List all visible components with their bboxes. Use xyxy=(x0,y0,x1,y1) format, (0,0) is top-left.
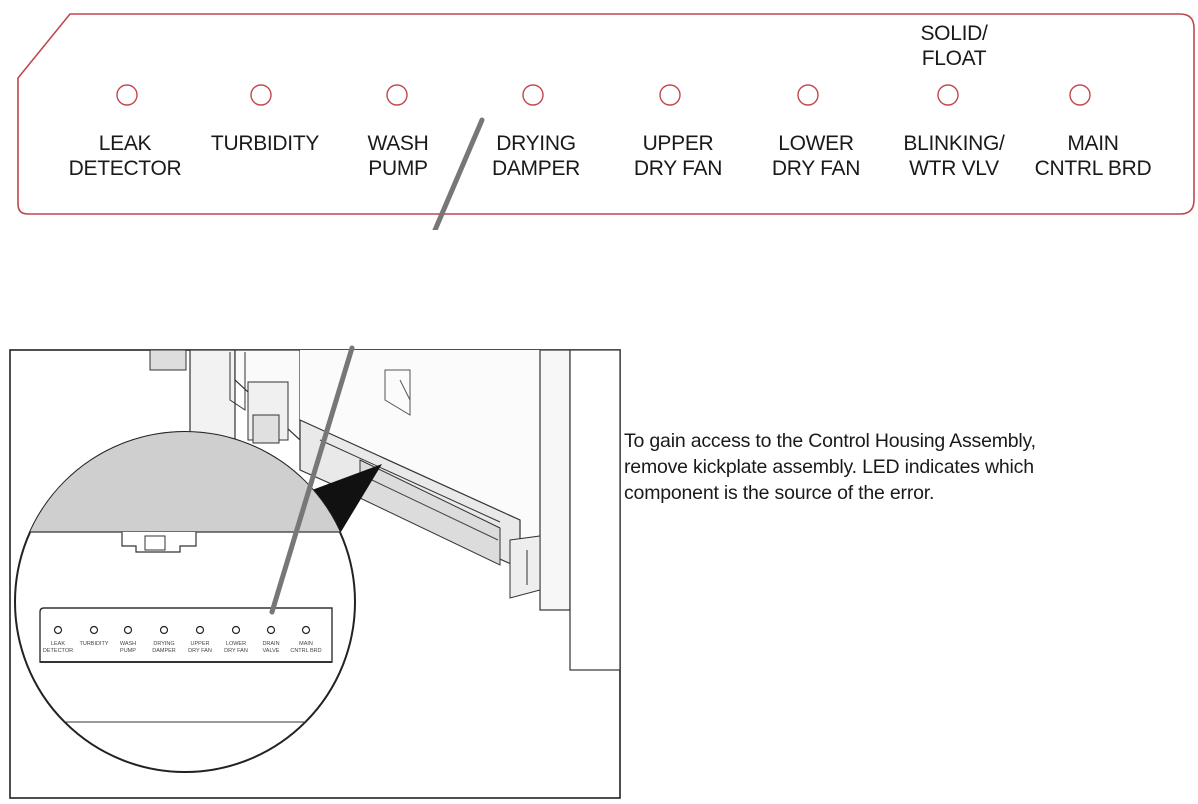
led-panel xyxy=(17,13,1195,230)
mini-led-3 xyxy=(159,625,169,635)
led-label-4-line-0: UPPER xyxy=(642,132,714,155)
callout-line xyxy=(432,117,485,230)
led-indicator-3 xyxy=(522,84,544,106)
led-top-label-6-line-0: SOLID/ xyxy=(920,22,988,45)
led-label-6-line-0: BLINKING/ xyxy=(903,132,1005,155)
led-label-0-line-0: LEAK xyxy=(98,132,152,155)
caption-line-2: remove kickplate assembly. LED indicates… xyxy=(624,456,1034,478)
mini-led-label-1-line-0: TURBIDITY xyxy=(79,641,108,647)
led-indicator-5 xyxy=(797,84,819,106)
mini-led-label-0-line-0: LEAK xyxy=(51,641,65,647)
led-label-7-line-1: CNTRL BRD xyxy=(1034,157,1152,180)
led-label-4-line-1: DRY FAN xyxy=(633,157,723,180)
mini-led-6 xyxy=(266,625,276,635)
instruction-caption: To gain access to the Control Housing As… xyxy=(624,428,1194,506)
mini-led-label-3-line-1: DAMPER xyxy=(152,648,176,654)
led-label-3-line-1: DAMPER xyxy=(491,157,581,180)
led-label-6: BLINKING/WTR VLV xyxy=(903,131,1004,181)
mini-led-label-0-line-1: DETECTOR xyxy=(43,648,73,654)
caption-line-1: To gain access to the Control Housing As… xyxy=(624,430,1036,452)
led-top-label-6: SOLID/FLOAT xyxy=(920,21,987,71)
mini-led-4 xyxy=(195,625,205,635)
mini-led-label-3-line-0: DRYING xyxy=(153,641,174,647)
led-label-2-line-1: PUMP xyxy=(368,157,428,180)
mini-led-0 xyxy=(53,625,63,635)
mini-led-1 xyxy=(89,625,99,635)
led-label-5-line-0: LOWER xyxy=(778,132,854,155)
led-label-7-line-0: MAIN xyxy=(1067,132,1119,155)
mini-led-label-7-line-1: CNTRL BRD xyxy=(290,648,321,654)
led-circles xyxy=(116,84,1091,106)
mini-led-label-7-line-0: MAIN xyxy=(299,641,313,647)
led-indicator-1 xyxy=(250,84,272,106)
led-label-6-line-1: WTR VLV xyxy=(909,157,999,180)
led-label-1-line-0: TURBIDITY xyxy=(210,132,320,155)
led-top-label-6-line-1: FLOAT xyxy=(921,47,987,70)
led-label-3-line-0: DRYING xyxy=(496,132,576,155)
mini-led-label-5-line-0: LOWER xyxy=(226,641,246,647)
mini-led-2 xyxy=(123,625,133,635)
led-indicator-4 xyxy=(659,84,681,106)
led-label-5-line-1: DRY FAN xyxy=(771,157,861,180)
led-label-0-line-1: DETECTOR xyxy=(68,157,182,180)
mini-led-label-4-line-1: DRY FAN xyxy=(188,648,212,654)
led-indicator-7 xyxy=(1069,84,1091,106)
led-indicator-2 xyxy=(386,84,408,106)
mini-led-label-6-line-0: DRAIN xyxy=(262,641,279,647)
led-indicator-6 xyxy=(937,84,959,106)
mini-led-label-2-line-1: PUMP xyxy=(120,648,136,654)
led-panel-border xyxy=(17,13,1195,215)
mini-led-label-2-line-0: WASH xyxy=(120,641,136,647)
caption-line-3: component is the source of the error. xyxy=(624,482,935,504)
mini-led-5 xyxy=(231,625,241,635)
mini-led-label-4-line-0: UPPER xyxy=(191,641,210,647)
led-label-2-line-0: WASH xyxy=(367,132,429,155)
mini-led-label-5-line-1: DRY FAN xyxy=(224,648,248,654)
mini-led-label-6-line-1: VALVE xyxy=(263,648,280,654)
led-indicator-0 xyxy=(116,84,138,106)
mini-led-7 xyxy=(301,625,311,635)
led-label-1: TURBIDITY xyxy=(211,131,319,156)
